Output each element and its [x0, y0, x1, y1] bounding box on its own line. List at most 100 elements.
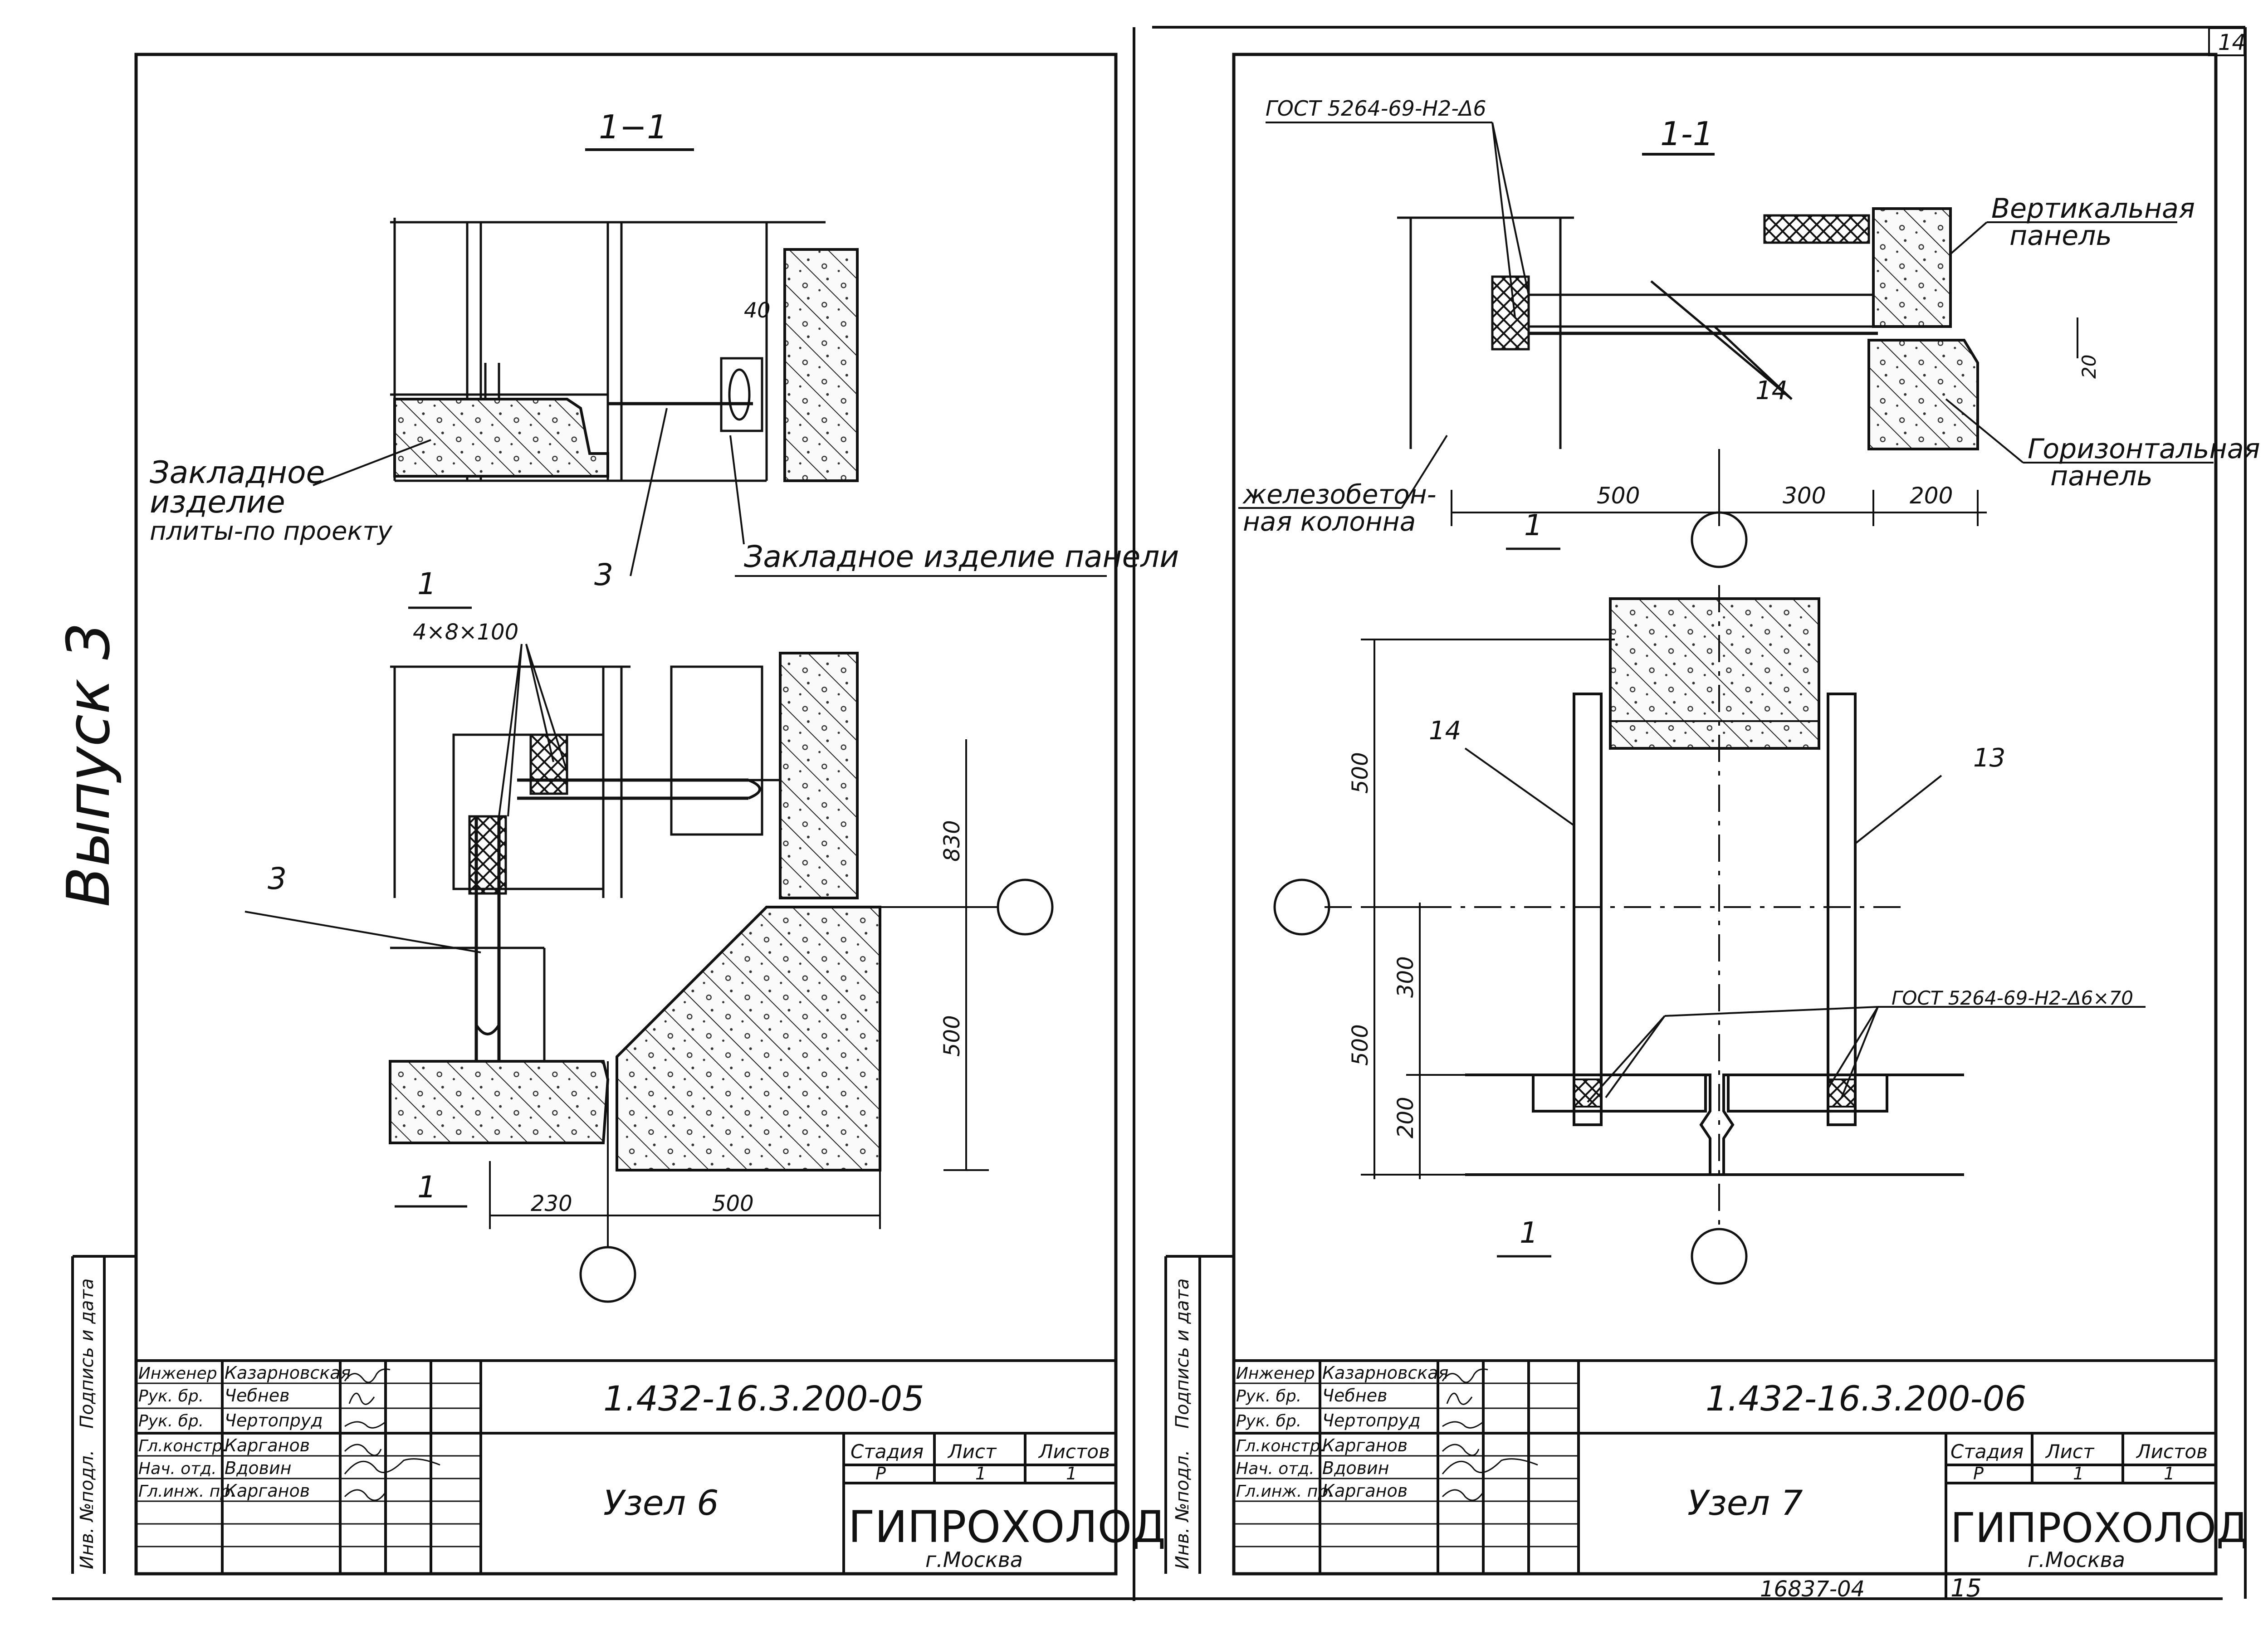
left-drawing: 1−1 40 Закладное издел [136, 108, 1179, 1575]
left-title-block [136, 1359, 1116, 1575]
svg-text:Гл.инж. пр.: Гл.инж. пр. [1236, 1482, 1334, 1501]
svg-text:Чебнев: Чебнев [225, 1386, 289, 1406]
section-mark-right-top: 1 [1524, 509, 1543, 542]
svg-text:Нач. отд.: Нач. отд. [138, 1459, 217, 1478]
svg-text:Вдовин: Вдовин [1322, 1458, 1389, 1478]
svg-text:Чебнев: Чебнев [1322, 1386, 1387, 1406]
horizontal-panel-label-1: Горизонтальная [2028, 433, 2260, 465]
dim-500-top: 500 [1597, 483, 1640, 509]
left-col-sheets: Листов [1038, 1440, 1110, 1463]
page-number: 14 [2218, 30, 2246, 55]
svg-text:Рук. бр.: Рук. бр. [1236, 1412, 1301, 1430]
right-sheet-value: 1 [2073, 1464, 2084, 1484]
callout-3-top: 3 [594, 557, 613, 592]
right-stamp-inv: Инв. №подл. [1172, 1450, 1193, 1569]
right-org: ГИПРОХОЛОД [1950, 1504, 2248, 1552]
gost-bottom: ГОСТ 5264-69-Н2-Δ6×70 [1892, 987, 2133, 1009]
axis-marker-bottom-right [1691, 1228, 1748, 1285]
column-plan [1609, 597, 1820, 750]
page-number-box [2208, 27, 2245, 56]
svg-text:Гл.констр.: Гл.констр. [1236, 1437, 1325, 1455]
vertical-panel-label-2: панель [2009, 220, 2112, 252]
right-city: г.Москва [2028, 1547, 2125, 1572]
right-sheets-value: 1 [2164, 1464, 2175, 1484]
left-stamp-inv: Инв. №подл. [77, 1450, 98, 1569]
rc-column-label-2: ная колонна [1243, 506, 1416, 537]
horizontal-panel-section [1867, 339, 1979, 450]
dim-230: 230 [531, 1191, 572, 1216]
svg-text:Гл.констр.: Гл.констр. [138, 1437, 228, 1455]
left-col-stage: Стадия [850, 1440, 924, 1463]
right-sheet-frame [1232, 53, 2218, 1576]
right-col-stage: Стадия [1950, 1440, 2024, 1463]
footer-code: 16837-04 [1760, 1576, 1865, 1602]
right-title-names: Казарновская Чебнев Чертопруд Карганов В… [1322, 1363, 1448, 1501]
section-mark-top: 1 [417, 566, 436, 601]
svg-text:Карганов: Карганов [1322, 1435, 1408, 1455]
svg-text:Рук. бр.: Рук. бр. [1236, 1387, 1301, 1406]
dim-300-v: 300 [1393, 956, 1418, 998]
left-sheet-frame [134, 53, 1118, 1576]
gost-top: ГОСТ 5264-69-Н2-Δ6 [1266, 96, 1486, 121]
right-stamp-sign: Подпись и дата [1172, 1279, 1193, 1429]
weld-spec: 4×8×100 [413, 620, 518, 645]
svg-text:Вдовин: Вдовин [225, 1458, 292, 1478]
embedded-slab-label-3: плиты-по проекту [150, 517, 393, 546]
vertical-panel-section [1872, 207, 1952, 328]
svg-text:Карганов: Карганов [225, 1481, 310, 1501]
svg-text:Карганов: Карганов [1322, 1481, 1408, 1501]
dim-830: 830 [939, 820, 965, 862]
right-node-title: Узел 7 [1687, 1483, 1803, 1523]
vertical-panel-label-1: Вертикальная [1991, 193, 2195, 225]
callout-14-top: 14 [1755, 376, 1788, 405]
panel-section-top [783, 248, 859, 482]
left-org: ГИПРОХОЛОД [848, 1502, 1166, 1552]
right-title-block [1234, 1359, 2216, 1600]
rc-column-label-1: железобетон- [1242, 479, 1437, 510]
dim-200-top: 200 [1910, 483, 1953, 509]
right-col-sheets: Листов [2136, 1440, 2208, 1463]
svg-text:Казарновская: Казарновская [225, 1363, 351, 1383]
slab-section [393, 398, 609, 478]
embedded-panel-label: Закладное изделие панели [744, 539, 1179, 574]
panel-section-bottom [779, 652, 859, 899]
left-stage-value: Р [875, 1464, 886, 1484]
right-col-sheet: Лист [2045, 1440, 2095, 1463]
dim-500-vertical: 500 [939, 1015, 965, 1057]
svg-text:Казарновская: Казарновская [1322, 1363, 1448, 1383]
right-section-label: 1-1 [1660, 115, 1714, 153]
callout-13: 13 [1973, 743, 2005, 773]
column-block [616, 906, 881, 1171]
right-drawing: ГОСТ 5264-69-Н2-Δ6 1-1 14 Вертикальная п… [1234, 96, 2260, 1602]
right-stage-value: Р [1973, 1464, 1984, 1484]
axis-marker-bottom [579, 1246, 636, 1303]
dim-500-v1: 500 [1348, 752, 1373, 794]
axis-marker-left [1273, 879, 1330, 936]
svg-text:Инженер: Инженер [138, 1364, 217, 1383]
dim-500-v2: 500 [1348, 1024, 1373, 1066]
callout-14-bottom: 14 [1429, 716, 1461, 746]
svg-text:Инженер: Инженер [1236, 1364, 1315, 1383]
svg-text:Карганов: Карганов [225, 1435, 310, 1455]
svg-text:Рук. бр.: Рук. бр. [138, 1412, 204, 1430]
left-sheets-value: 1 [1066, 1464, 1077, 1484]
dim-300-top: 300 [1783, 483, 1826, 509]
left-sheet-value: 1 [975, 1464, 986, 1484]
section-mark-right-bottom: 1 [1520, 1216, 1538, 1250]
right-designation: 1.432-16.3.200-06 [1706, 1378, 2027, 1419]
right-signatures [1442, 1368, 1538, 1501]
section-mark-bottom: 1 [417, 1170, 436, 1205]
slab-lower [389, 1060, 610, 1144]
dim-500-horizontal: 500 [712, 1191, 754, 1216]
right-title-roles: Инженер Рук. бр. Рук. бр. Гл.констр. Нач… [1236, 1364, 1334, 1501]
dim-20: 20 [2078, 355, 2100, 379]
dim-200-v: 200 [1393, 1097, 1418, 1138]
footer-page: 15 [1950, 1574, 1982, 1602]
svg-text:Чертопруд: Чертопруд [225, 1410, 323, 1430]
svg-text:Нач. отд.: Нач. отд. [1236, 1459, 1315, 1478]
callout-3-left: 3 [268, 861, 287, 896]
vertical-title: Выпуск 3 [54, 622, 123, 907]
left-city: г.Москва [925, 1547, 1023, 1572]
insulation-strip [1763, 214, 1870, 244]
